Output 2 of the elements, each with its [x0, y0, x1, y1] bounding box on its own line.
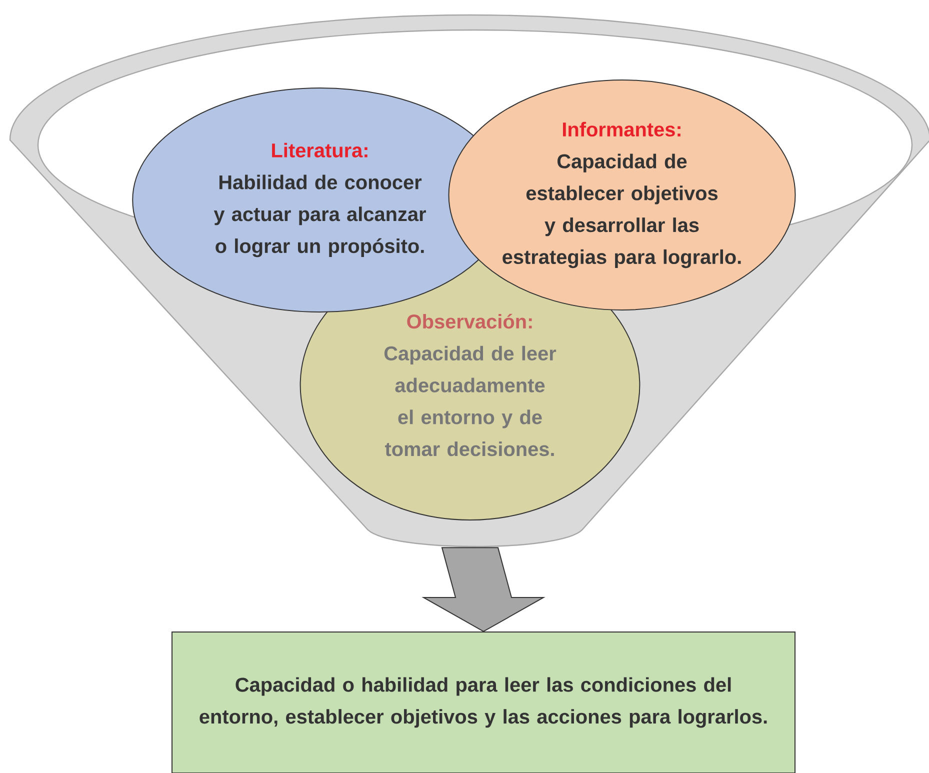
result-box: Capacidad o habilidad para leer las condiciones del entorno, establecer objetivos y las acciones para lograrlos. [172, 631, 796, 773]
block-arrow [422, 547, 546, 632]
